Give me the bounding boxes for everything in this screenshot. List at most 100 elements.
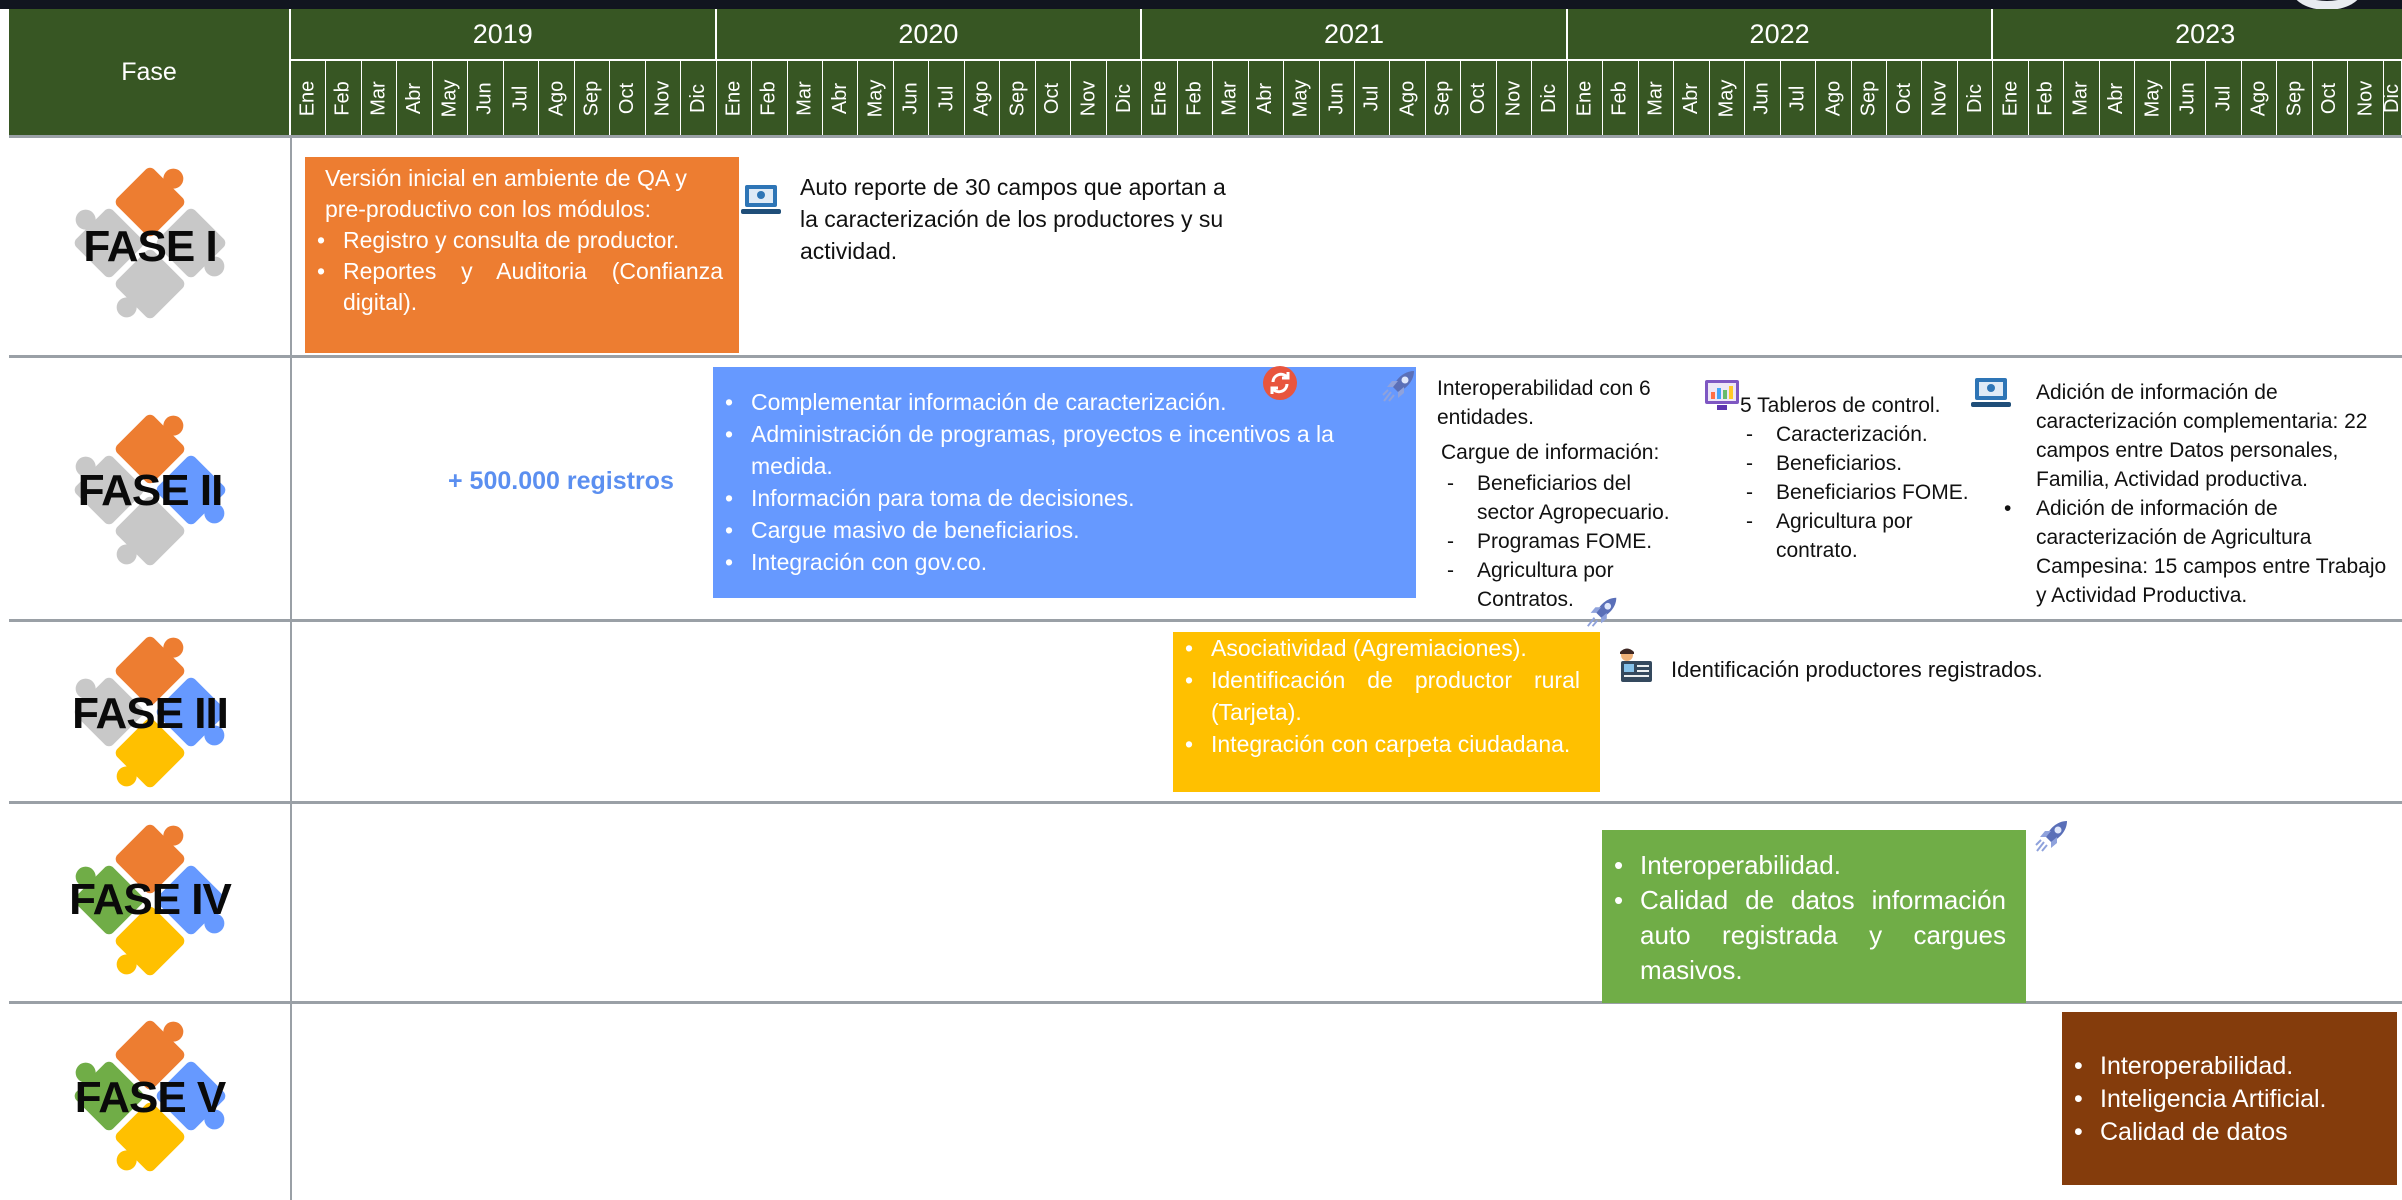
month-label: Jun	[2176, 81, 2199, 115]
month-label: Ene	[722, 80, 745, 116]
month-header-cell: Feb	[326, 61, 362, 135]
puzzle-icon	[74, 636, 226, 788]
phase1-intro: Versión inicial en ambiente de QA y pre-…	[325, 165, 687, 222]
month-label: Jun	[474, 81, 497, 115]
month-header-cell: Ene	[1567, 61, 1604, 135]
phase3-item: Asociatividad (Agremiaciones).	[1173, 632, 1580, 664]
month-label: Oct	[1041, 82, 1064, 114]
month-label: Jul	[1360, 85, 1383, 111]
puzzle-icon	[74, 414, 226, 566]
month-header-cell: Feb	[1177, 61, 1214, 135]
phase5-item: Calidad de datos	[2062, 1116, 2387, 1149]
phase3-box: Asociatividad (Agremiaciones). Identific…	[1173, 632, 1600, 792]
phase-label-3: FASE III	[72, 689, 229, 738]
month-label: Abr	[2105, 82, 2128, 114]
month-header-cell: Jul	[503, 61, 540, 135]
rocket-icon	[1587, 597, 1617, 627]
month-label: Dic	[1963, 83, 1986, 113]
month-label: Feb	[2034, 80, 2057, 116]
month-header-cell: Mar	[1638, 61, 1675, 135]
year-header-cell: 2022	[1567, 9, 1994, 61]
month-label: Nov	[1502, 80, 1525, 116]
month-header-cell: Dic	[1106, 61, 1143, 135]
laptop-icon	[1971, 378, 2011, 407]
month-label: May	[1289, 79, 1312, 117]
month-label: Ene	[1999, 80, 2022, 116]
month-header-cell: Mar	[1213, 61, 1249, 135]
month-label: Feb	[332, 80, 355, 116]
month-header-cell: Ene	[1993, 61, 2029, 135]
month-header-cell: Feb	[2028, 61, 2065, 135]
month-label: Oct	[1892, 82, 1915, 114]
phase1-item: Reportes y Auditoria (Confianza digital)…	[305, 256, 723, 318]
puzzle-icon	[74, 824, 226, 976]
interop-details: Cargue de información: Beneficiarios del…	[1441, 438, 1681, 614]
phase3-item: Integración con carpeta ciudadana.	[1173, 728, 1580, 760]
tablero-item: Caracterización.	[1740, 420, 1980, 449]
top-decorative-bar	[0, 0, 2402, 9]
month-header-cell: Jul	[1355, 61, 1391, 135]
row-divider	[9, 801, 2402, 804]
month-header-cell: May	[432, 61, 469, 135]
rocket-icon	[1382, 371, 1414, 402]
phase-label-1: FASE I	[83, 222, 217, 271]
month-header-cell: Jun	[2170, 61, 2207, 135]
month-header-cell: Ago	[1816, 61, 1852, 135]
month-header-cell: Nov	[1071, 61, 1107, 135]
month-header-cell: Abr	[1248, 61, 1285, 135]
month-header-cell: Feb	[1603, 61, 1639, 135]
puzzle-icon	[74, 1020, 226, 1172]
month-header-cell: Abr	[823, 61, 859, 135]
month-label: Jul	[509, 85, 532, 111]
phase5-box: Interoperabilidad. Inteligencia Artifici…	[2062, 1012, 2397, 1185]
month-label: Dic	[1112, 83, 1135, 113]
month-label: Dic	[2380, 83, 2402, 113]
month-label: Mar	[2070, 80, 2093, 116]
month-header-cell: Sep	[574, 61, 611, 135]
month-header-cell: Jun	[468, 61, 504, 135]
month-label: Nov	[2353, 80, 2376, 116]
month-label: Ene	[296, 80, 319, 116]
phase3-note: Identificación productores registrados.	[1671, 657, 2043, 682]
month-header-cell: Mar	[2064, 61, 2100, 135]
month-label: Ago	[545, 80, 567, 116]
month-header-cell: May	[1709, 61, 1746, 135]
month-header-cell: Ago	[964, 61, 1001, 135]
year-header-cell: 2020	[716, 9, 1143, 61]
row-divider	[9, 135, 2402, 138]
month-header-cell: Ago	[1390, 61, 1426, 135]
month-header-cell: Ago	[2241, 61, 2278, 135]
phase2-item: Información para toma de decisiones.	[713, 482, 1400, 514]
year-header-cell: 2023	[1993, 9, 2402, 61]
year-header-cell: 2021	[1142, 9, 1568, 61]
month-label: Nov	[1928, 80, 1951, 116]
month-label: Oct	[2318, 82, 2341, 114]
tablero-item: Beneficiarios.	[1740, 449, 1980, 478]
month-label: Ago	[1821, 80, 1844, 116]
tableros-block: 5 Tableros de control. Caracterización. …	[1740, 391, 1980, 565]
month-header-cell: Nov	[2348, 61, 2384, 135]
month-header-cell: Mar	[787, 61, 823, 135]
month-header-cell: Dic	[2380, 61, 2402, 135]
month-label: Ene	[1147, 80, 1170, 116]
month-label: Ago	[970, 80, 993, 116]
month-header-cell: Sep	[2277, 61, 2313, 135]
month-label: Nov	[1076, 80, 1099, 116]
tablero-item: Beneficiarios FOME.	[1740, 478, 1980, 507]
month-label: Abr	[1679, 82, 1702, 114]
month-label: Ene	[1573, 80, 1596, 116]
month-label: May	[438, 79, 461, 117]
month-header-cell: Nov	[1922, 61, 1958, 135]
phase2-item: Cargue masivo de beneficiarios.	[713, 514, 1400, 546]
interop-item: Programas FOME.	[1441, 527, 1681, 556]
month-label: Jul	[1786, 85, 1809, 111]
month-header-cell: Jul	[2206, 61, 2242, 135]
refresh-icon	[1263, 366, 1297, 400]
month-header-cell: Ene	[1142, 61, 1178, 135]
month-header-cell: Mar	[361, 61, 398, 135]
month-header-cell: Abr	[2099, 61, 2136, 135]
interop-item: Beneficiarios del sector Agropecuario.	[1441, 469, 1681, 527]
month-label: Mar	[1644, 80, 1667, 116]
month-label: Abr	[403, 82, 426, 114]
month-header-cell: Ene	[716, 61, 753, 135]
